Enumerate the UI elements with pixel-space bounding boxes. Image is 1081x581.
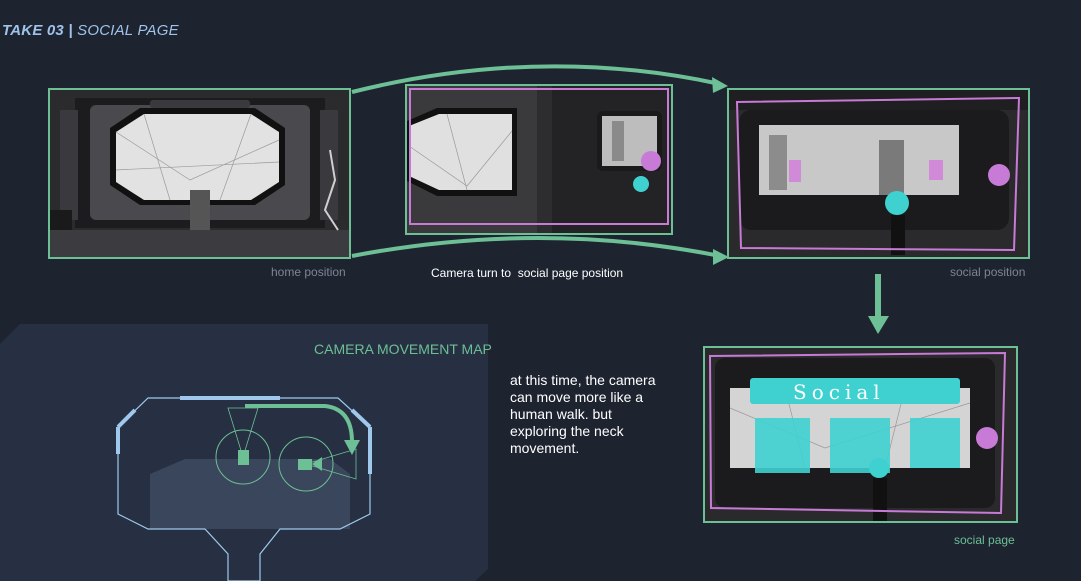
social-position-frame <box>727 88 1030 259</box>
social-page-caption: social page <box>954 533 1015 547</box>
social-label: Social <box>793 380 885 404</box>
camera-end-icon <box>298 459 312 470</box>
take-label: TAKE 03 | <box>2 22 73 39</box>
top-arrowhead <box>712 77 728 93</box>
page-title: TAKE 03 | SOCIAL PAGE <box>2 22 179 39</box>
top-flow-arrow <box>351 64 721 94</box>
home-position-caption: home position <box>271 265 346 279</box>
turn-sketch <box>407 86 671 233</box>
social-page-frame: Social <box>703 346 1018 523</box>
social-position-sketch <box>729 90 1028 257</box>
social-page-sketch: Social <box>705 348 1016 521</box>
camera-turn-caption: Camera turn to social page position <box>431 266 624 280</box>
camera-turn-frame <box>405 84 673 235</box>
map-title: CAMERA MOVEMENT MAP <box>314 341 492 357</box>
camera-path-arrow <box>245 404 354 443</box>
section-label: SOCIAL PAGE <box>77 22 179 39</box>
down-arrowhead <box>868 316 889 334</box>
camera-start-icon <box>238 450 249 465</box>
note-text: at this time, the camera can move more l… <box>510 372 656 456</box>
social-position-caption: social position <box>950 265 1026 279</box>
camera-map-panel <box>0 324 488 581</box>
home-sketch <box>50 90 349 257</box>
bottom-flow-arrow <box>351 236 721 258</box>
down-arrow-shaft <box>875 274 881 319</box>
home-position-frame <box>48 88 351 259</box>
bottom-arrowhead <box>713 249 729 265</box>
